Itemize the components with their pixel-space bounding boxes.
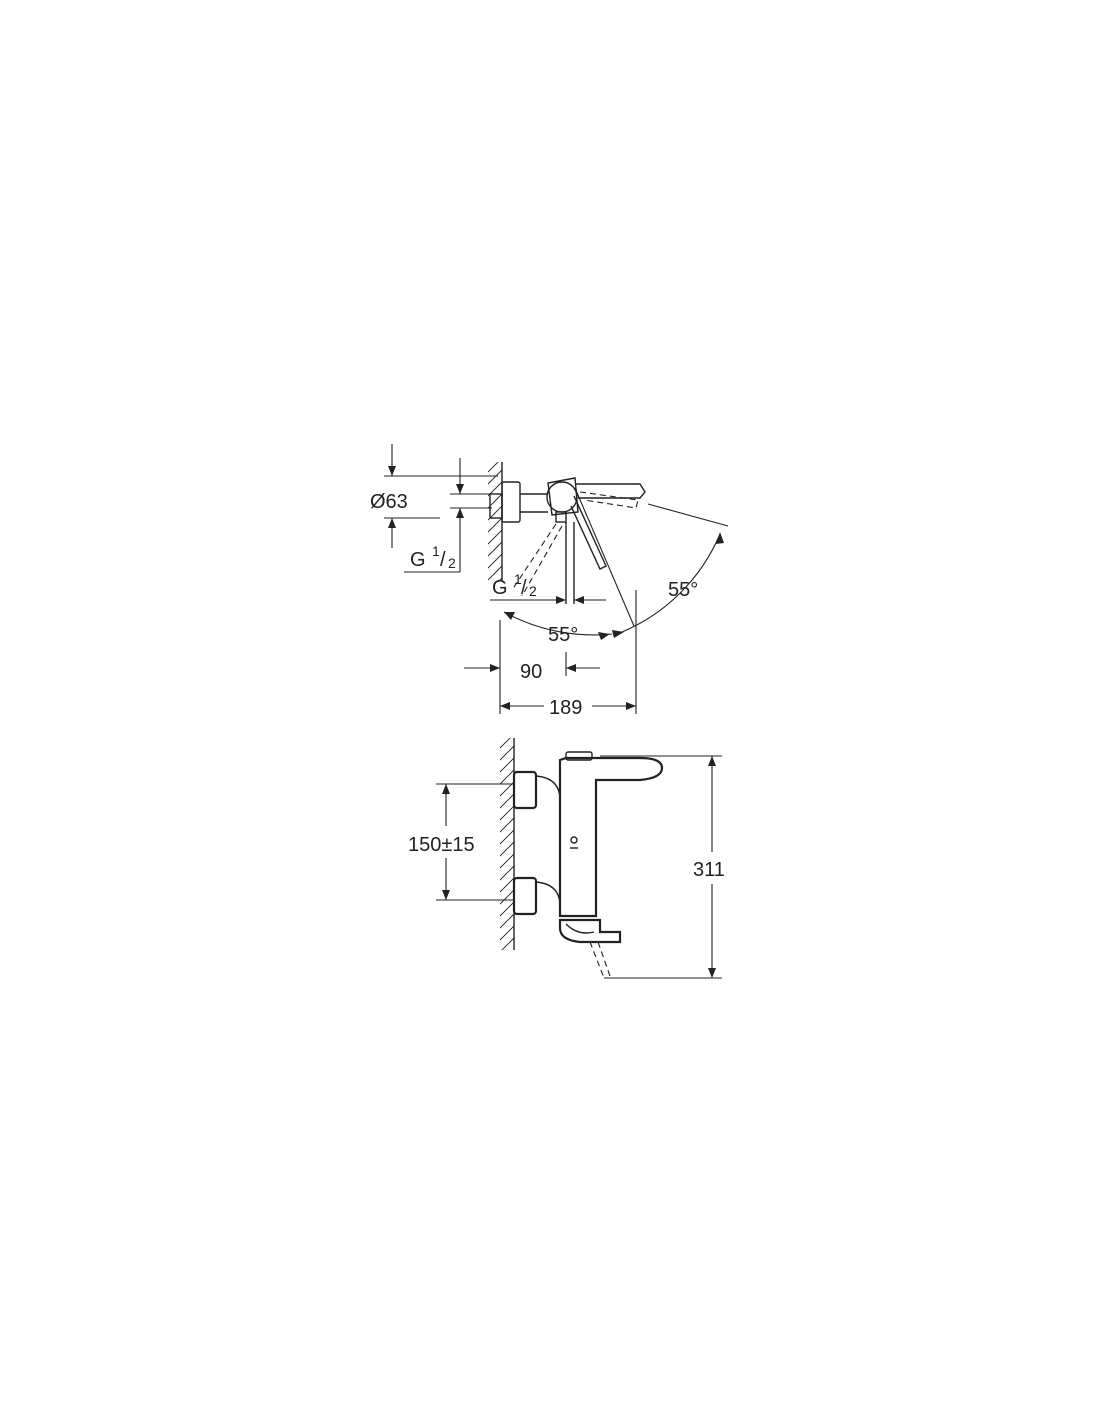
top-view-mixer-body	[546, 477, 646, 604]
thread-label-bottom-slash: /	[521, 577, 527, 599]
angle-label-bottom: 55°	[548, 624, 578, 646]
front-view-mixer-body	[558, 751, 664, 918]
thread-label-left-den: 2	[448, 555, 456, 571]
dimension-189-label: 189	[549, 697, 582, 719]
dimension-189: 189	[500, 697, 636, 719]
top-view-connection	[489, 481, 548, 523]
thread-label-bottom-den: 2	[529, 583, 537, 599]
thread-dimension-left: G 1 / 2	[404, 458, 492, 573]
thread-label-bottom-num: 1	[514, 571, 522, 587]
total-height-label: 311	[693, 859, 725, 881]
wall-top-view	[488, 462, 503, 582]
wall-front-view	[500, 738, 515, 950]
dimension-inlet-spacing: 150±15	[408, 783, 514, 901]
top-view-swivel-paths	[511, 491, 639, 597]
angle-arcs	[503, 487, 729, 640]
diameter-label: Ø63	[370, 491, 408, 513]
thread-label-left-num: 1	[432, 543, 440, 559]
diameter-dimension: Ø63	[370, 444, 498, 548]
top-view: Ø63 G 1 / 2 G 1 / 2 55°	[370, 444, 729, 719]
thread-label-left-slash: /	[440, 549, 446, 571]
front-view-connectors	[512, 770, 561, 916]
front-view-outlet	[558, 918, 622, 979]
dimension-90-label: 90	[520, 661, 542, 683]
dimension-90: 90	[464, 661, 600, 683]
inlet-spacing-label: 150±15	[408, 834, 475, 856]
thread-label-left-letter: G	[410, 549, 426, 571]
dimension-total-height: 311	[600, 755, 725, 979]
thread-dimension-bottom: G 1 / 2	[490, 571, 606, 604]
front-view: 150±15 311	[408, 738, 725, 979]
thread-label-bottom-letter: G	[492, 577, 508, 599]
angle-label-right: 55°	[668, 579, 698, 601]
